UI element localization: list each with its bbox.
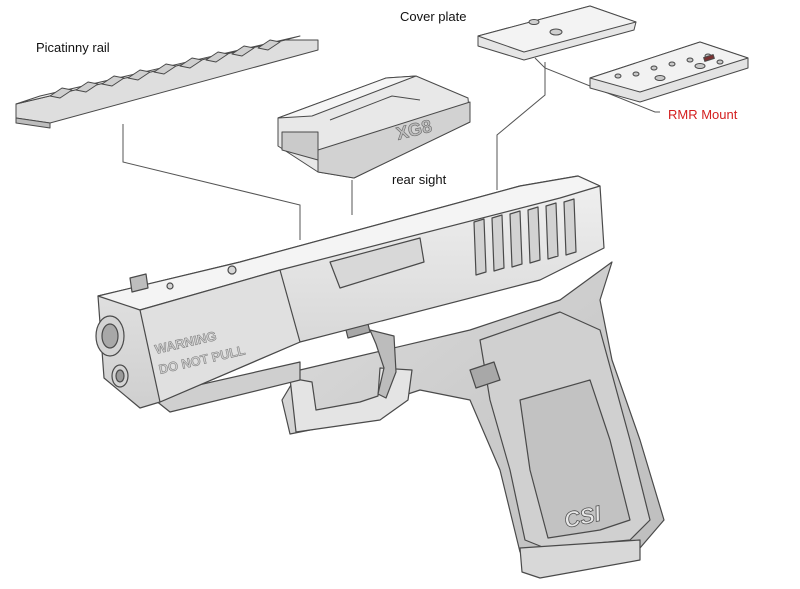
cover-plate-part xyxy=(477,5,637,61)
label-rmr-mount: RMR Mount xyxy=(668,107,738,122)
rear-sight-part: XG8 xyxy=(277,75,471,179)
label-picatinny-rail: Picatinny rail xyxy=(36,40,110,55)
rmr-mount-part xyxy=(589,41,749,103)
label-cover-plate: Cover plate xyxy=(400,9,467,24)
label-rear-sight: rear sight xyxy=(392,172,447,187)
rail-teeth xyxy=(49,39,281,99)
slide-serrations xyxy=(473,198,577,276)
picatinny-rail xyxy=(15,35,319,129)
pistol-slide xyxy=(95,175,605,409)
leader-line-cover-plate xyxy=(496,62,546,190)
leader-line-rail xyxy=(122,124,301,240)
